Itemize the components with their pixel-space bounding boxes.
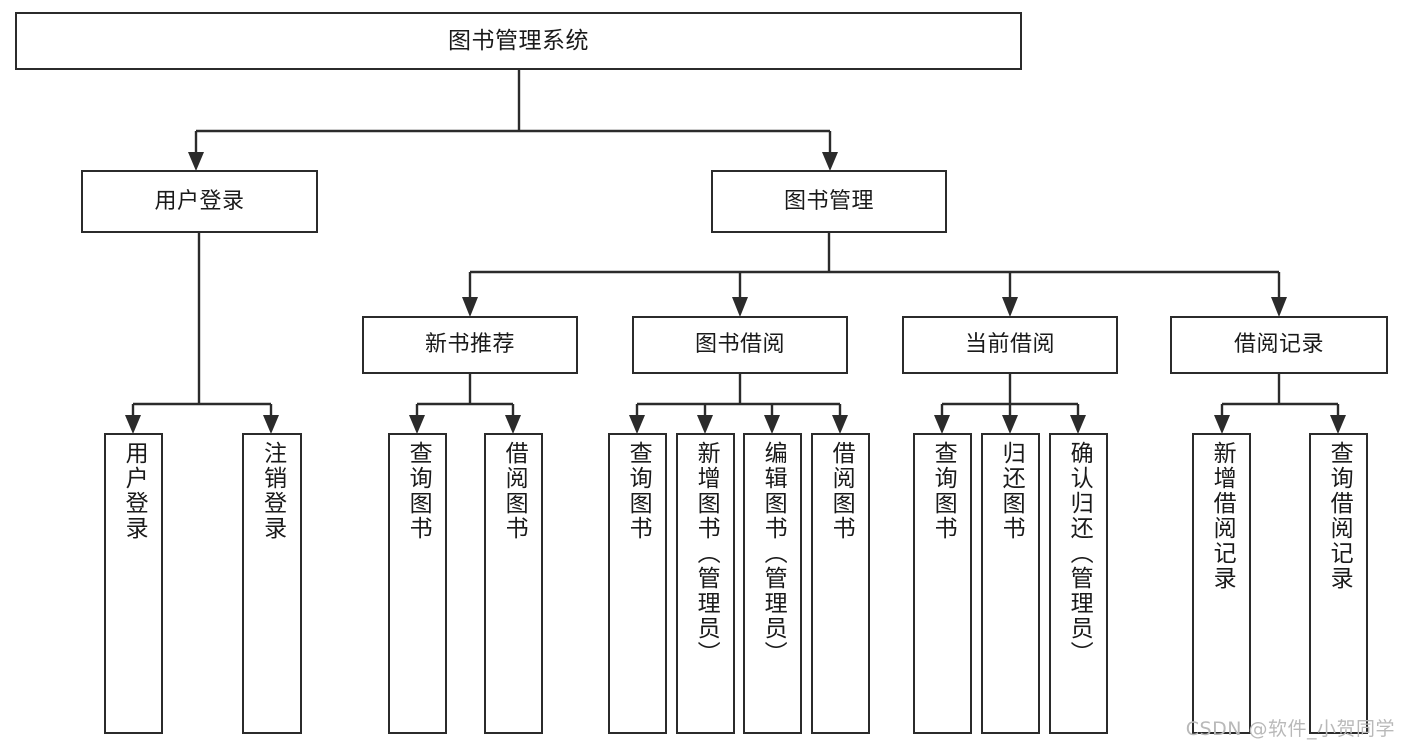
arrow-user-login-leaf2 [263, 415, 279, 434]
leaf-borrow-borrow-book[interactable]: 借阅图书 [811, 433, 870, 734]
node-label: 图书借阅 [694, 332, 785, 357]
leaf-current-return-book[interactable]: 归还图书 [981, 433, 1040, 734]
node-label: 借阅图书 [501, 441, 528, 541]
node-label: 注销登录 [259, 441, 286, 541]
node-label: 借阅图书 [828, 441, 855, 541]
node-book-management[interactable]: 图书管理 [711, 170, 947, 233]
arrow-current-l1 [934, 415, 950, 434]
leaf-borrow-add-book-admin[interactable]: 新增图书（管理员） [676, 433, 735, 734]
node-label: 借阅记录 [1233, 332, 1324, 357]
node-label: 当前借阅 [964, 332, 1055, 357]
leaf-recommend-query-book[interactable]: 查询图书 [388, 433, 447, 734]
arrow-current-l2 [1002, 415, 1018, 434]
leaf-user-login[interactable]: 用户登录 [104, 433, 163, 734]
arrow-root-to-book-manage [822, 152, 838, 171]
node-label: 新增图书（管理员） [693, 441, 720, 666]
node-current-borrow[interactable]: 当前借阅 [902, 316, 1118, 374]
leaf-recommend-borrow-book[interactable]: 借阅图书 [484, 433, 543, 734]
node-label: 用户登录 [154, 188, 245, 214]
arrow-user-login-leaf1 [125, 415, 141, 434]
arrow-records-l2 [1330, 415, 1346, 434]
arrow-borrow-l2 [697, 415, 713, 434]
arrow-root-to-user-login [188, 152, 204, 171]
node-label: 查询图书 [405, 441, 432, 541]
node-label: 新书推荐 [424, 332, 515, 357]
node-borrow-records[interactable]: 借阅记录 [1170, 316, 1388, 374]
leaf-records-add-record[interactable]: 新增借阅记录 [1192, 433, 1251, 734]
node-label: 查询借阅记录 [1326, 441, 1353, 591]
leaf-borrow-edit-book-admin[interactable]: 编辑图书（管理员） [743, 433, 802, 734]
arrow-recommend-l1 [409, 415, 425, 434]
node-root-book-management-system[interactable]: 图书管理系统 [15, 12, 1022, 70]
watermark: CSDN @软件_小贺同学 [1185, 718, 1395, 740]
arrow-current-l3 [1070, 415, 1086, 434]
arrow-borrow-l1 [629, 415, 645, 434]
node-label: 图书管理系统 [448, 27, 589, 54]
leaf-current-query-book[interactable]: 查询图书 [913, 433, 972, 734]
arrow-book-manage-c4 [1271, 297, 1287, 317]
arrow-records-l1 [1214, 415, 1230, 434]
node-label: 编辑图书（管理员） [760, 441, 787, 666]
node-book-borrow[interactable]: 图书借阅 [632, 316, 848, 374]
arrow-recommend-l2 [505, 415, 521, 434]
leaf-borrow-query-book[interactable]: 查询图书 [608, 433, 667, 734]
node-user-login[interactable]: 用户登录 [81, 170, 318, 233]
node-label: 图书管理 [783, 188, 874, 214]
node-label: 确认归还（管理员） [1066, 441, 1093, 666]
node-label: 新增借阅记录 [1209, 441, 1236, 591]
node-label: 归还图书 [998, 441, 1025, 541]
leaf-logout[interactable]: 注销登录 [242, 433, 302, 734]
arrow-borrow-l4 [832, 415, 848, 434]
arrow-book-manage-c2 [732, 297, 748, 317]
arrow-book-manage-c3 [1002, 297, 1018, 317]
node-label: 查询图书 [625, 441, 652, 541]
arrow-book-manage-c1 [462, 297, 478, 317]
node-new-book-recommend[interactable]: 新书推荐 [362, 316, 578, 374]
arrow-borrow-l3 [764, 415, 780, 434]
leaf-current-confirm-return-admin[interactable]: 确认归还（管理员） [1049, 433, 1108, 734]
leaf-records-query-record[interactable]: 查询借阅记录 [1309, 433, 1368, 734]
node-label: 用户登录 [121, 441, 148, 541]
node-label: 查询图书 [930, 441, 957, 541]
